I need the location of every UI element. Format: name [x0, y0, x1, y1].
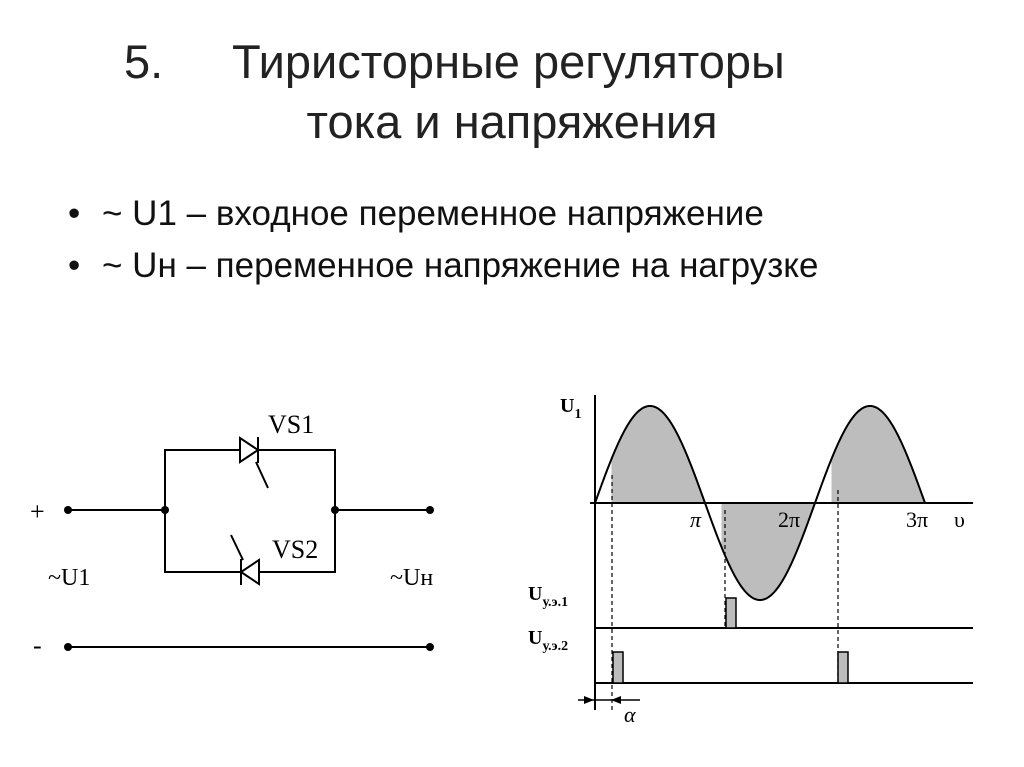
waveform-diagram: [578, 395, 973, 710]
u1-axis-label: U1: [560, 395, 581, 422]
alpha-label: α: [624, 702, 636, 727]
vs2-gate-lead: [230, 534, 244, 561]
vs1-gate-lead: [255, 461, 269, 489]
bullet-item: • ~ Uн – переменное напряжение на нагруз…: [68, 244, 988, 288]
bullet-list: • ~ U1 – входное переменное напряжение •…: [68, 192, 988, 296]
time-axis-variable: υ: [954, 507, 965, 532]
bullet-text: ~ Uн – переменное напряжение на нагрузке: [102, 246, 819, 285]
title-line-1: Тиристорные регуляторы: [232, 35, 785, 88]
alpha-arrow-left-icon: [584, 696, 594, 704]
circuit-nodes: [64, 506, 434, 651]
vs1-label: VS1: [268, 410, 314, 439]
output-voltage-label: ~Uн: [390, 565, 433, 591]
alpha-arrow-right-icon: [611, 696, 621, 704]
control-pulse-vs2-second: [837, 651, 849, 684]
control-pulse-vs1: [725, 597, 737, 629]
thyristor-vs2-icon: [239, 558, 260, 586]
slide-number: 5.: [124, 35, 164, 88]
bullet-marker: •: [68, 246, 81, 285]
vs2-label: VS2: [272, 535, 318, 564]
control-pulse-vs2-first: [612, 651, 624, 684]
tick-label-2pi: 2π: [778, 507, 800, 532]
tick-label-3pi: 3π: [906, 507, 928, 532]
plus-terminal-label: +: [30, 497, 45, 526]
minus-terminal-label: -: [33, 631, 42, 660]
bullet-item: • ~ U1 – входное переменное напряжение: [68, 192, 988, 236]
ctrl2-axis-label: Uу.э.2: [528, 627, 568, 654]
circuit-diagram: [68, 436, 430, 648]
input-voltage-label: ~U1: [48, 565, 90, 591]
sine-wave-u1: [594, 405, 926, 601]
ctrl1-axis-label: Uу.э.1: [528, 583, 568, 610]
bullet-text: ~ U1 – входное переменное напряжение: [102, 194, 764, 233]
tick-label-pi: π: [690, 507, 702, 532]
title-line-2: тока и напряжения: [306, 95, 718, 148]
bullet-marker: •: [68, 194, 81, 233]
thyristor-vs1-icon: [239, 436, 260, 464]
